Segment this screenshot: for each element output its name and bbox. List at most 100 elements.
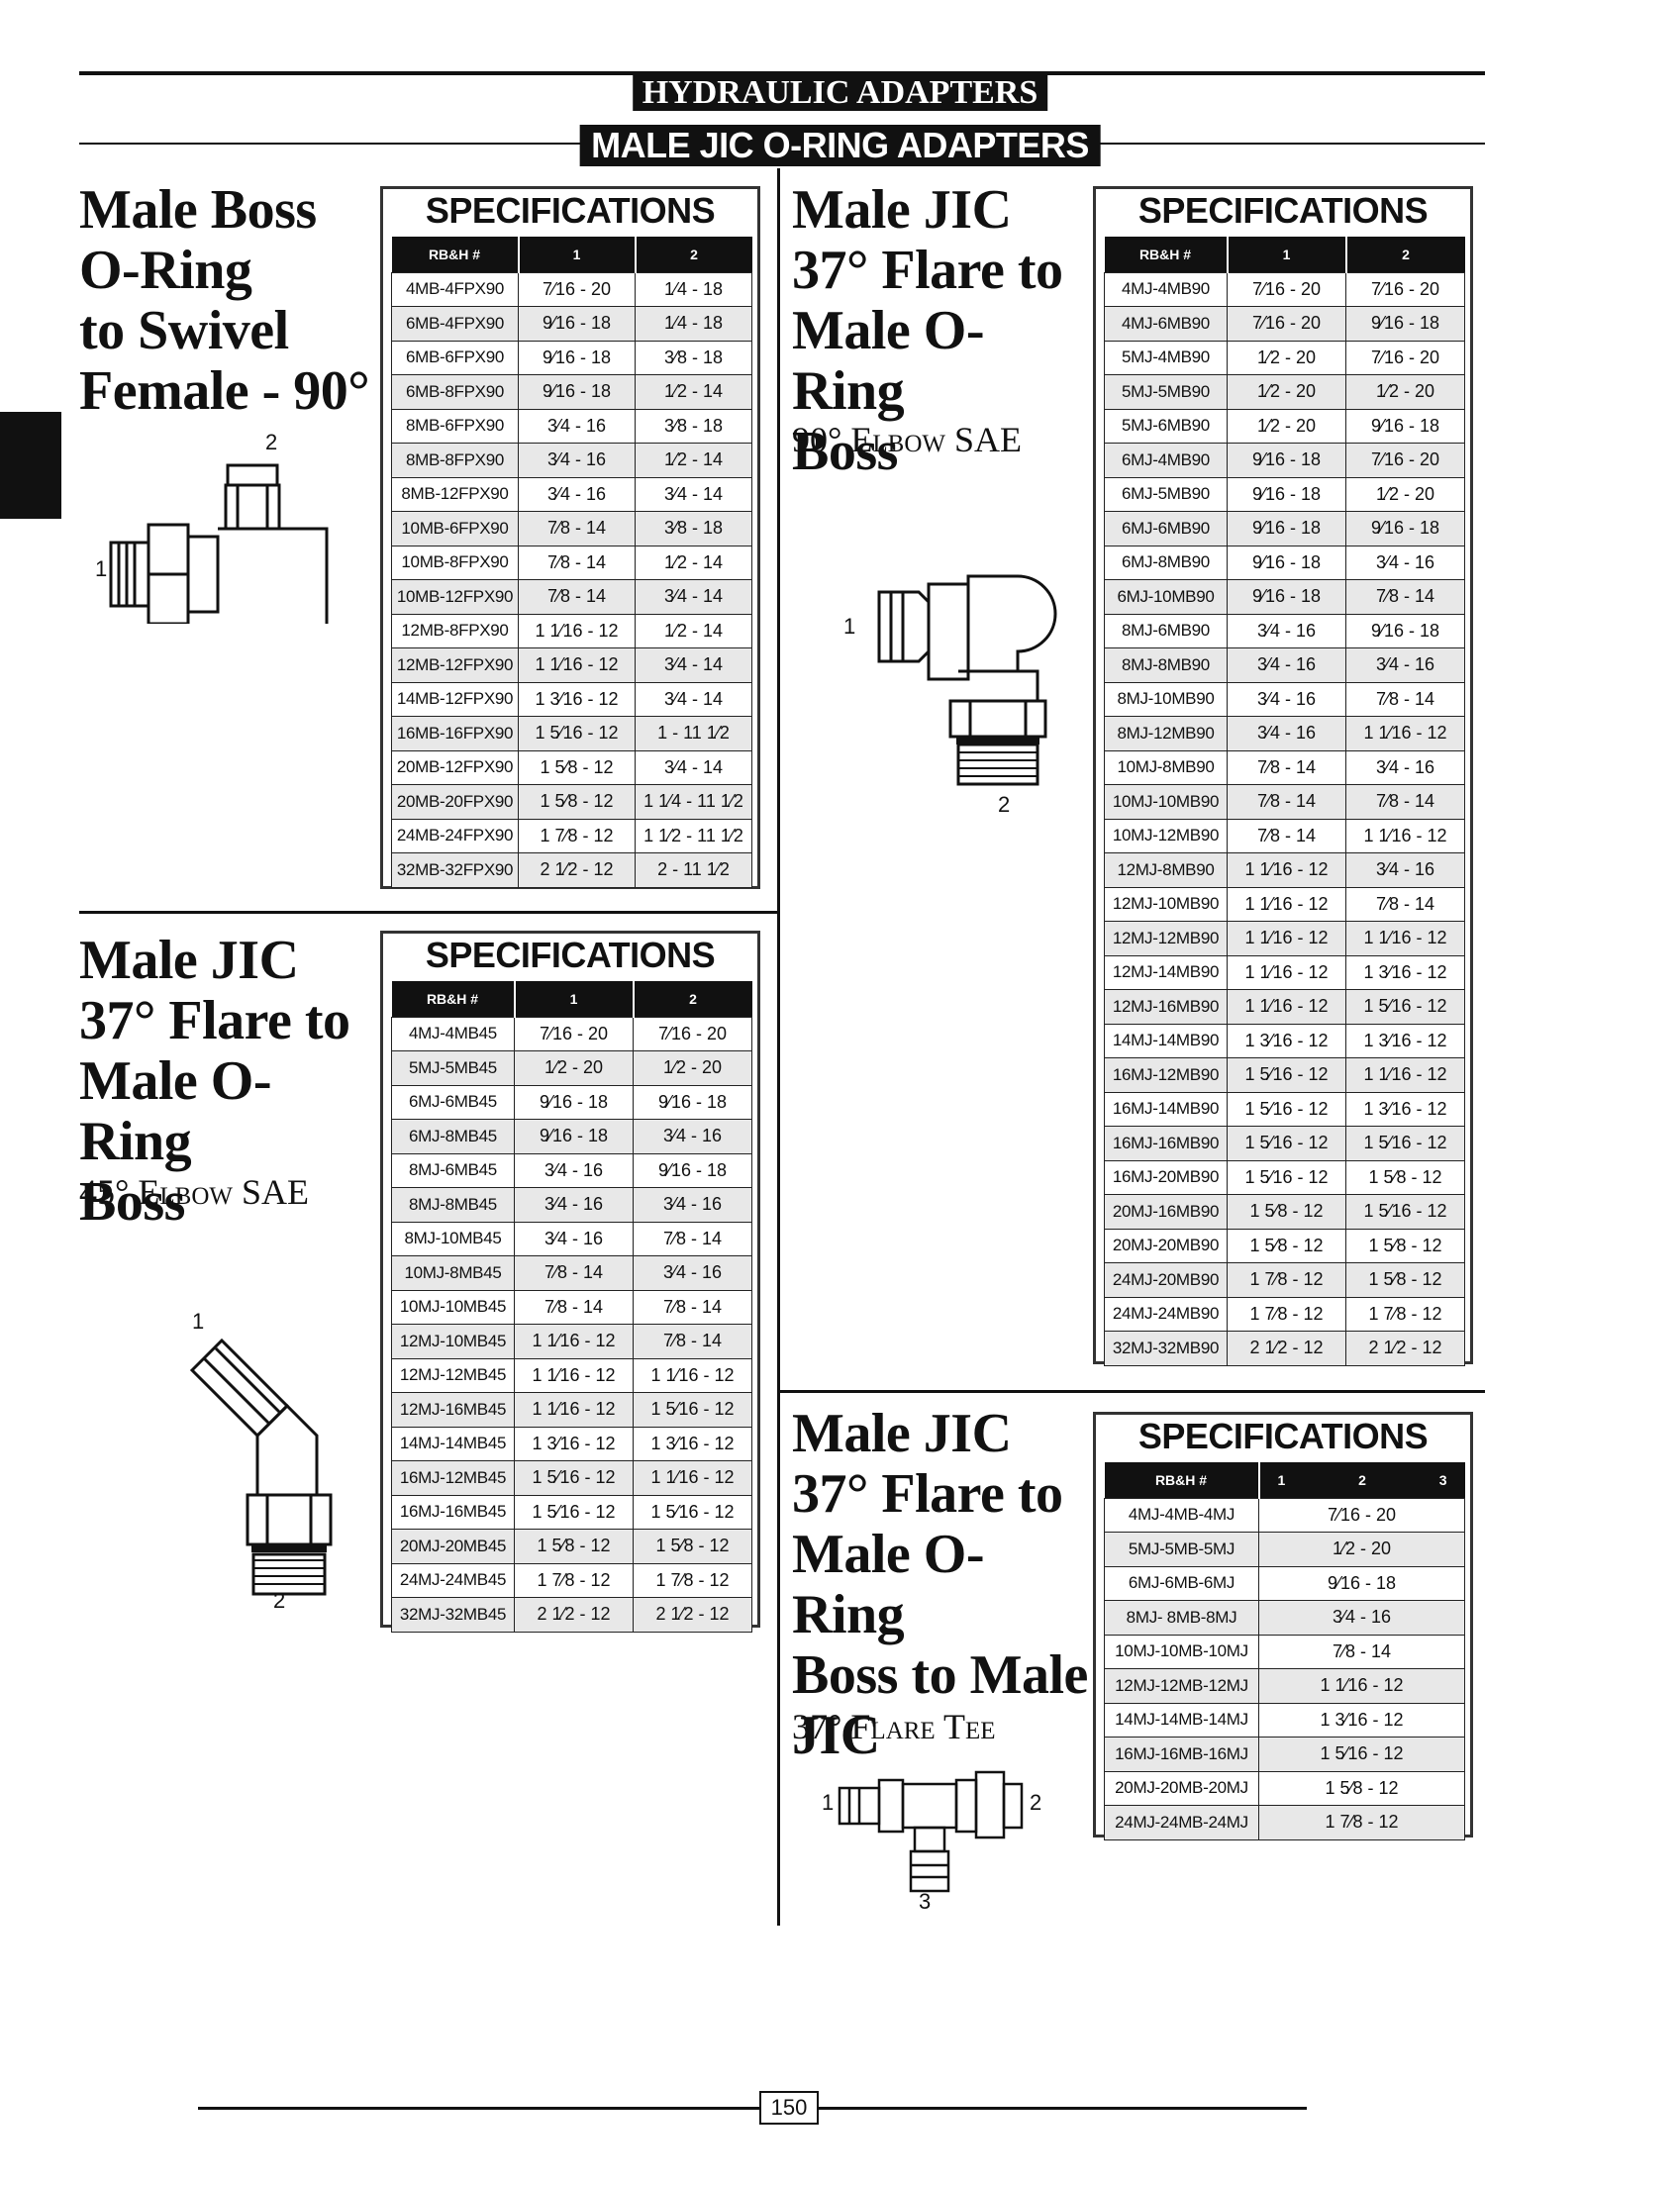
thread-size-cell: 1 5⁄8 - 12 [518, 784, 636, 820]
part-number-cell: 5MJ-6MB90 [1104, 408, 1228, 444]
thread-size-cell: 1⁄2 - 14 [635, 443, 752, 478]
part-number-cell: 6MJ-8MB45 [391, 1119, 515, 1154]
thread-size-cell: 1 1⁄16 - 12 [1345, 1057, 1465, 1093]
thread-size-cell: 1 5⁄16 - 12 [1227, 1126, 1346, 1161]
thread-size-cell: 1 3⁄16 - 12 [514, 1426, 634, 1461]
thread-size-cell: 3⁄4 - 16 [1227, 647, 1346, 683]
title-line: O-Ring [79, 240, 252, 301]
thread-size-cell: 2 - 11 1⁄2 [635, 852, 752, 888]
thread-size-cell: 9⁄16 - 18 [1345, 613, 1465, 648]
thread-size-cell: 9⁄16 - 18 [1345, 306, 1465, 342]
title-line: Boss [792, 421, 898, 482]
thread-size-cell: 7⁄8 - 14 [518, 545, 636, 580]
part-number-cell: 4MJ-4MB-4MJ [1104, 1497, 1259, 1533]
thread-size-cell: 1 1⁄16 - 12 [1345, 818, 1465, 853]
thread-size-cell: 7⁄8 - 14 [518, 579, 636, 615]
part-number-cell: 8MB-6FPX90 [391, 408, 519, 444]
part-number-cell: 4MJ-6MB90 [1104, 306, 1228, 342]
thread-size-cell: 9⁄16 - 18 [1345, 511, 1465, 546]
col-header-part: RB&H # [1104, 237, 1228, 272]
part-number-cell: 12MJ-12MB-12MJ [1104, 1668, 1259, 1704]
section-title-jic-45: Male JIC 37° Flare to Male O-Ring Boss [79, 931, 376, 1233]
part-number-cell: 14MB-12FPX90 [391, 681, 519, 717]
part-number-cell: 8MB-8FPX90 [391, 443, 519, 478]
left-section-divider [79, 911, 778, 914]
thread-size-cell: 1 1⁄16 - 12 [1227, 852, 1346, 888]
part-number-cell: 6MJ-6MB-6MJ [1104, 1565, 1259, 1601]
thread-size-cell: 1 1⁄16 - 12 [1227, 921, 1346, 956]
right-section-divider [779, 1390, 1485, 1393]
part-number-cell: 24MJ-24MB45 [391, 1562, 515, 1598]
thread-size-cell: 1 1⁄16 - 12 [514, 1357, 634, 1393]
title-line: Male Boss [79, 179, 317, 241]
thread-size-cell: 2 1⁄2 - 12 [1345, 1331, 1465, 1366]
thread-size-cell: 7⁄8 - 14 [514, 1255, 634, 1291]
thread-size-cell: 1⁄2 - 20 [1227, 408, 1346, 444]
thread-size-cell: 1 5⁄16 - 12 [518, 716, 636, 751]
thread-size-cell: 1 3⁄16 - 12 [1345, 954, 1465, 990]
thread-size-cell: 1 5⁄16 - 12 [633, 1494, 752, 1530]
part-number-cell: 6MB-6FPX90 [391, 340, 519, 375]
thread-size-cell: 3⁄8 - 18 [635, 408, 752, 444]
thread-size-cell: 9⁄16 - 18 [518, 374, 636, 410]
thread-size-cell: 2 1⁄2 - 12 [1227, 1331, 1346, 1366]
thread-size-cell: 1⁄4 - 18 [635, 271, 752, 307]
part-number-cell: 24MJ-24MB90 [1104, 1296, 1228, 1332]
col-header-port-1: 1 [513, 981, 634, 1017]
thread-size-cell: 9⁄16 - 18 [1227, 443, 1346, 478]
thread-size-cell: 1 1⁄4 - 11 1⁄2 [635, 784, 752, 820]
thread-size-cell: 1⁄2 - 20 [1227, 374, 1346, 410]
part-number-cell: 14MJ-14MB-14MJ [1104, 1702, 1259, 1738]
thread-size-cell: 1⁄2 - 14 [635, 545, 752, 580]
section-title-boss-swivel: Male Boss O-Ring to Swivel Female - 90° [79, 180, 376, 422]
thread-size-cell: 1 3⁄16 - 12 [1345, 1091, 1465, 1127]
thread-size-cell: 3⁄4 - 16 [1345, 545, 1465, 580]
port-label-2: 2 [265, 430, 277, 454]
part-number-cell: 10MJ-8MB90 [1104, 749, 1228, 785]
port-label-2: 2 [273, 1588, 285, 1613]
part-number-cell: 10MB-12FPX90 [391, 579, 519, 615]
part-number-cell: 16MJ-16MB45 [391, 1494, 515, 1530]
part-number-cell: 12MB-12FPX90 [391, 647, 519, 683]
part-number-cell: 12MJ-16MB45 [391, 1392, 515, 1428]
thread-size-cell: 1 1⁄16 - 12 [633, 1460, 752, 1496]
spec-heading: SPECIFICATIONS [425, 935, 716, 975]
thread-size-cell: 7⁄16 - 20 [1227, 306, 1346, 342]
vertical-divider [777, 168, 780, 1926]
thread-size-cell: 1 7⁄8 - 12 [633, 1562, 752, 1598]
thread-size-cell: 1⁄2 - 20 [633, 1050, 752, 1086]
part-number-cell: 20MJ-20MB45 [391, 1529, 515, 1564]
col-header-part: RB&H # [1104, 1462, 1259, 1498]
part-number-cell: 20MB-20FPX90 [391, 784, 519, 820]
thread-size-cell: 3⁄4 - 14 [635, 749, 752, 785]
part-number-cell: 8MJ-10MB45 [391, 1221, 515, 1256]
thread-size-cell: 1 5⁄8 - 12 [1345, 1262, 1465, 1298]
title-line: Boss to Male [792, 1644, 1088, 1706]
part-number-cell: 5MJ-5MB90 [1104, 374, 1228, 410]
thread-size-cell: 1 7⁄8 - 12 [1227, 1296, 1346, 1332]
part-number-cell: 10MJ-10MB-10MJ [1104, 1634, 1259, 1669]
thread-size-cell: 1 - 11 1⁄2 [635, 716, 752, 751]
thread-size-cell: 3⁄4 - 16 [633, 1255, 752, 1291]
port-label-1: 1 [95, 556, 107, 581]
part-number-cell: 12MJ-12MB90 [1104, 921, 1228, 956]
